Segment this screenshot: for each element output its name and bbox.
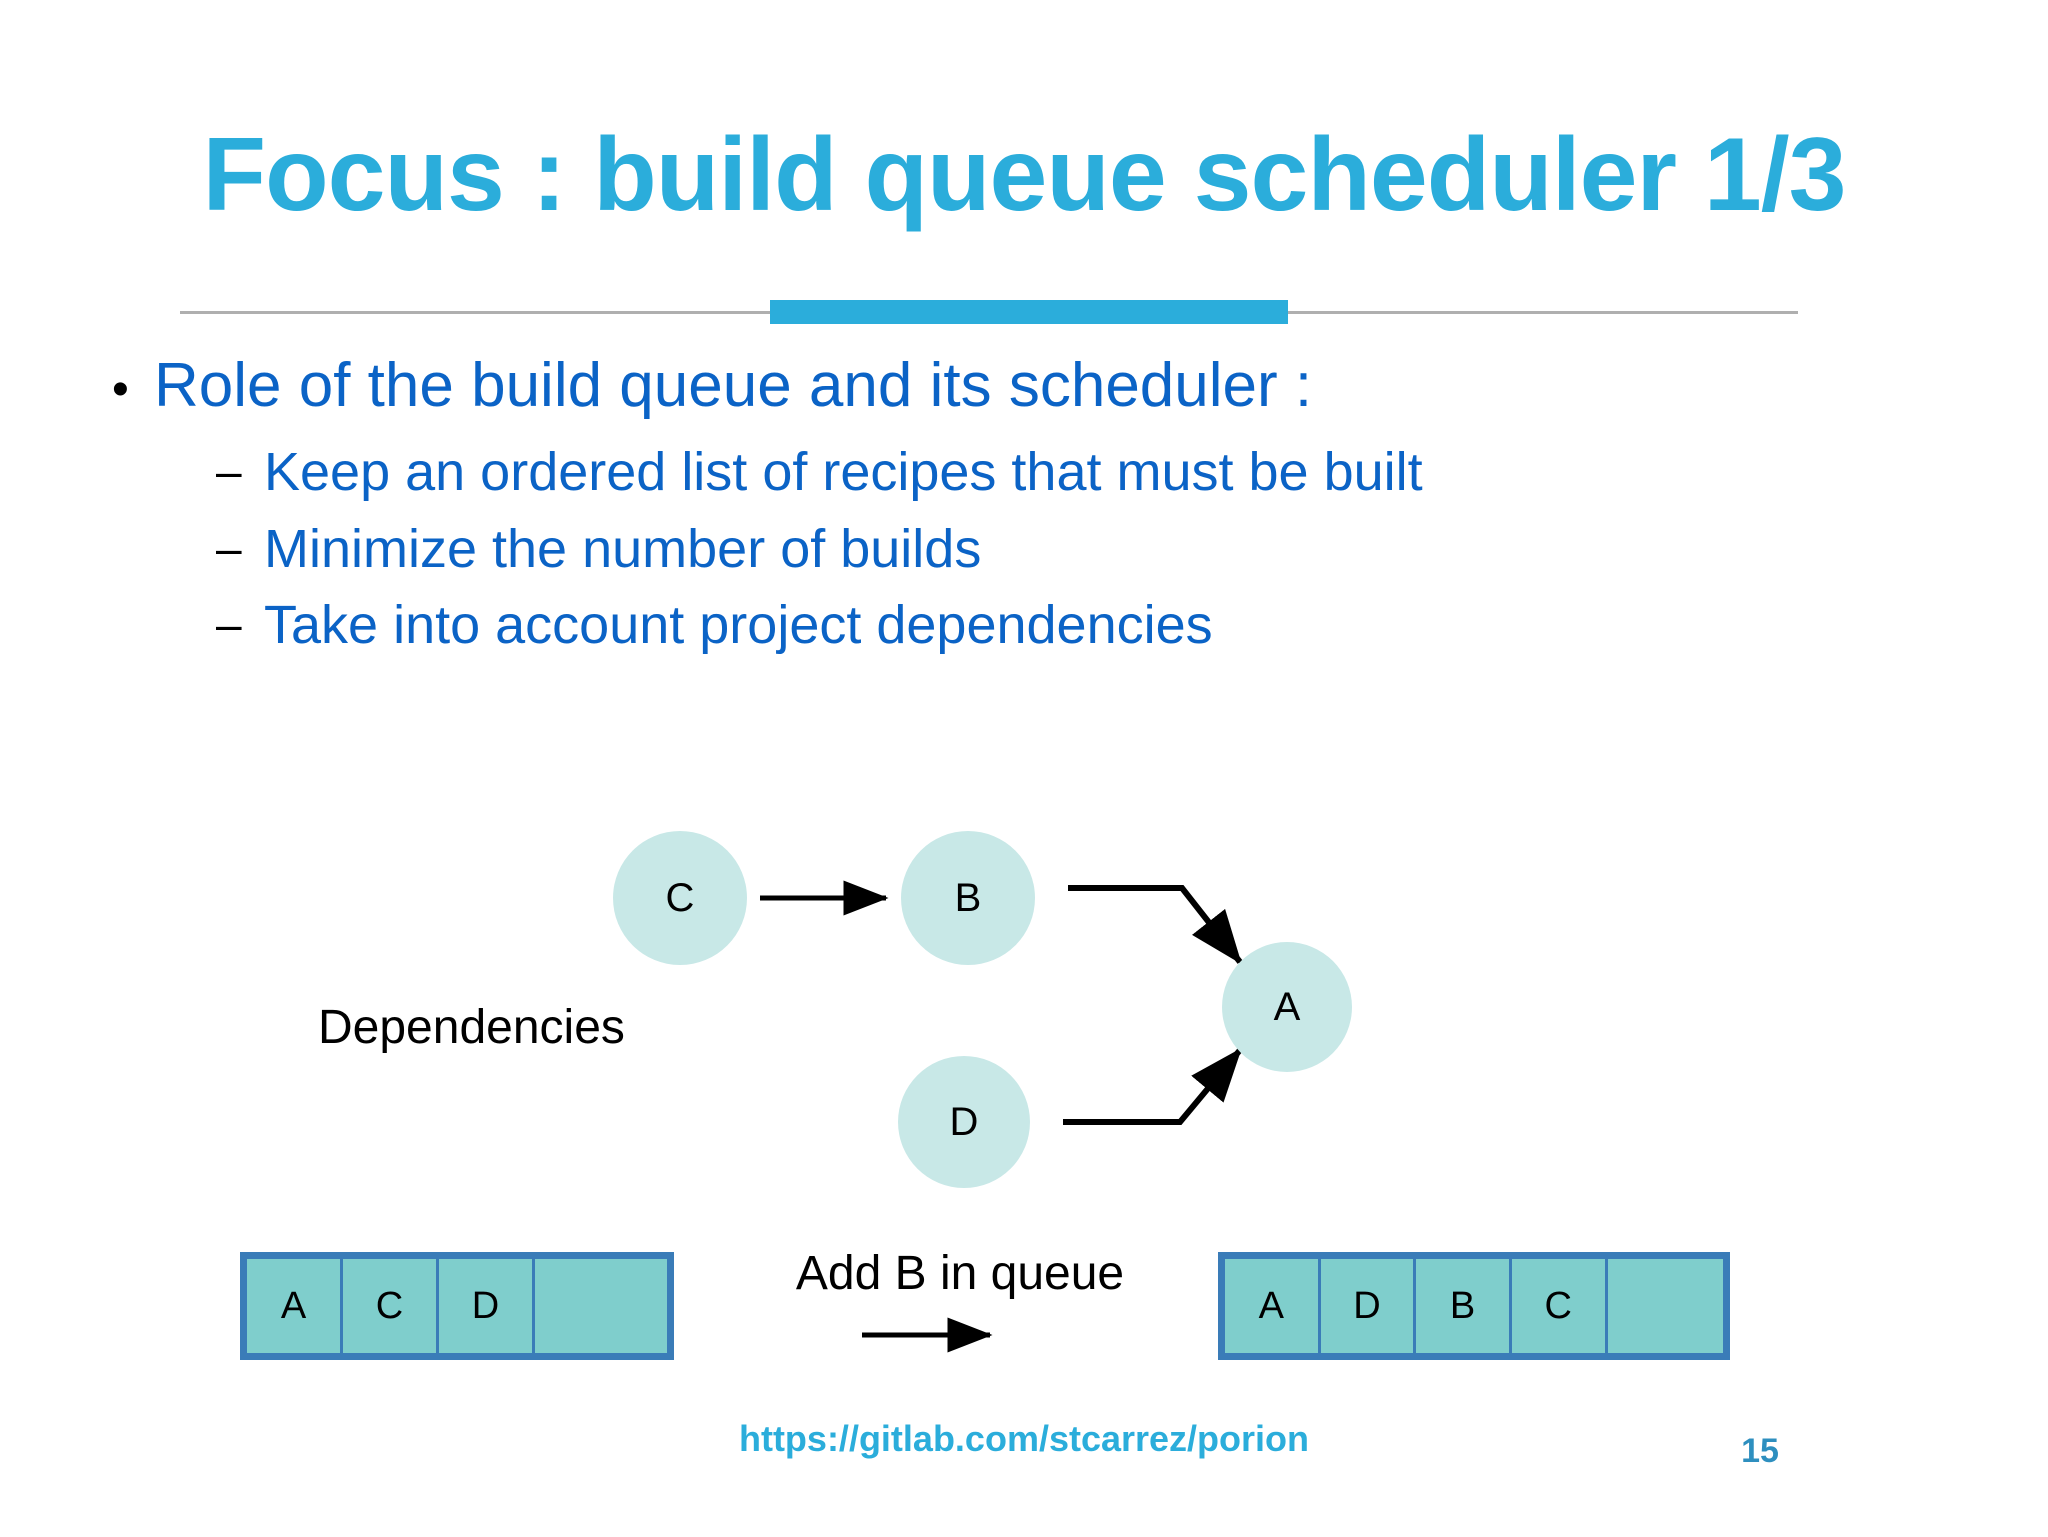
queue-cell: C bbox=[343, 1259, 439, 1353]
bullet-level2-label: Take into account project dependencies bbox=[264, 595, 1213, 656]
queue-cell: A bbox=[247, 1259, 343, 1353]
graph-node-a-label: A bbox=[1273, 984, 1301, 1029]
transition-label: Add B in queue bbox=[795, 1247, 1125, 1300]
graph-node-c-label: C bbox=[665, 875, 695, 920]
title-divider bbox=[180, 300, 1798, 326]
graph-node-b-label: B bbox=[954, 875, 982, 920]
graph-node-d: D bbox=[898, 1056, 1030, 1188]
edge-b-to-a bbox=[1068, 885, 1243, 965]
bullet-level2-item: – Take into account project dependencies bbox=[216, 595, 1992, 655]
edge-d-to-a bbox=[1063, 1047, 1243, 1125]
graph-node-c: C bbox=[613, 831, 747, 965]
dependencies-label: Dependencies bbox=[318, 1001, 625, 1054]
graph-node-a: A bbox=[1222, 942, 1352, 1072]
graph-node-d-label: D bbox=[949, 1099, 979, 1144]
bullet-dash-icon: – bbox=[216, 445, 242, 498]
queue-cell-empty bbox=[1608, 1259, 1724, 1353]
page-title: Focus : build queue scheduler 1/3 bbox=[202, 117, 1847, 233]
queue-cell: D bbox=[439, 1259, 535, 1353]
bullet-level2-item: – Minimize the number of builds bbox=[216, 519, 1992, 579]
queue-cell: C bbox=[1512, 1259, 1608, 1353]
build-queue-before: A C D bbox=[240, 1252, 674, 1360]
graph-node-b: B bbox=[901, 831, 1035, 965]
queue-cell-empty bbox=[535, 1259, 663, 1353]
build-queue-after: A D B C bbox=[1218, 1252, 1730, 1360]
page-number: 15 bbox=[1741, 1432, 1779, 1470]
queue-cell: B bbox=[1416, 1259, 1512, 1353]
bullet-dash-icon: – bbox=[216, 521, 242, 574]
queue-cell: D bbox=[1321, 1259, 1417, 1353]
bullet-level1-label: Role of the build queue and its schedule… bbox=[154, 351, 1313, 420]
bullet-level2-label: Keep an ordered list of recipes that mus… bbox=[264, 442, 1423, 503]
bullet-dot-icon: • bbox=[112, 363, 129, 416]
bullet-level2-item: – Keep an ordered list of recipes that m… bbox=[216, 442, 1992, 502]
bullet-list: • Role of the build queue and its schedu… bbox=[112, 351, 1992, 672]
bullet-level2-label: Minimize the number of builds bbox=[264, 518, 982, 579]
bullet-dash-icon: – bbox=[216, 598, 242, 651]
bullet-level1: • Role of the build queue and its schedu… bbox=[112, 351, 1992, 420]
queue-cell: A bbox=[1225, 1259, 1321, 1353]
divider-accent-bar bbox=[770, 300, 1288, 324]
footer-url[interactable]: https://gitlab.com/stcarrez/porion bbox=[738, 1418, 1310, 1459]
